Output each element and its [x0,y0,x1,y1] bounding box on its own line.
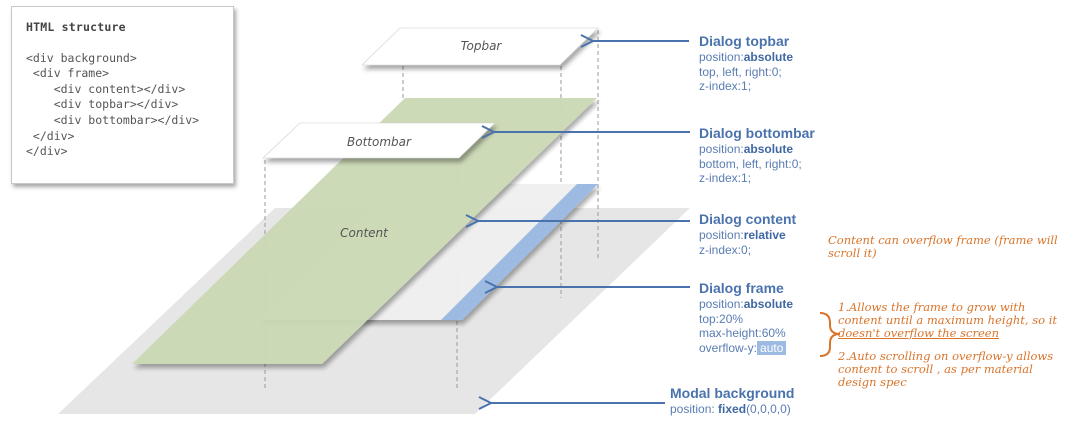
frame-annotation-title: Dialog frame [699,280,784,296]
prop-value: absolute [743,142,794,156]
prop-key: top, left, right: [699,64,772,79]
prop-row: position: fixed(0,0,0,0) [670,402,794,417]
topbar-layer-label: Topbar [461,39,503,53]
code-box-title: HTML structure [26,20,126,34]
dialog-bottombar-layer [262,122,496,159]
prop-value: 20% [719,311,744,326]
code-line: <div topbar></div> [26,97,179,112]
topbar-annotation-title: Dialog topbar [699,33,790,49]
bottombar-layer-label: Bottombar [347,135,412,149]
dialog-content-layer [132,98,597,364]
frame-note-1-underlined: doesn't overflow the screen [838,326,999,340]
prop-value: absolute [743,50,794,64]
prop-value: 0; [741,242,752,257]
prop-key: z-index: [699,79,742,93]
prop-value: fixed [718,402,747,416]
prop-row: position:absolute [699,297,793,312]
code-line: <div frame> [26,66,110,81]
code-line: <div content></div> [26,81,186,96]
background-annotation-title: Modal background [670,385,795,401]
content-note: Content can overflow frame (frame will s… [828,233,1058,260]
content-layer-label: Content [340,226,389,240]
prop-suffix: (0,0,0,0) [746,402,791,416]
prop-key: overflow-y: [699,340,758,355]
prop-row: z-index:1; [699,79,793,94]
prop-value: absolute [743,297,794,311]
prop-key: position: [699,297,744,311]
code-line: <div bottombar></div> [26,112,200,127]
frame-note-2: 2.Auto scrolling on overflow-y allows co… [838,349,1054,389]
prop-row: position:relative [699,228,796,243]
brace-icon [819,312,841,357]
prop-value: 0; [791,156,802,171]
prop-row: position:absolute [699,142,815,157]
dialog-topbar-layer [361,27,599,66]
prop-row: max-height:60% [699,326,793,341]
overflow-badge: auto [757,340,787,355]
prop-key: position: [670,402,715,416]
frame-scrollbar [441,184,598,320]
prop-row: top:20% [699,312,793,327]
html-structure-box: HTML structure <div background> <div fra… [11,6,234,184]
prop-value: 60% [761,326,786,340]
prop-key: position: [699,142,744,156]
prop-key: z-index: [699,171,742,185]
prop-key: top: [699,311,720,326]
bottombar-annotation: Dialog bottombar position:absolute botto… [699,125,815,186]
prop-row: z-index:0; [699,243,796,258]
background-annotation: Modal background position: fixed(0,0,0,0… [670,385,794,417]
code-line: <div background> [26,50,137,65]
content-annotation-title: Dialog content [699,211,797,227]
prop-key: position: [699,50,744,64]
topbar-annotation: Dialog topbar position:absolute top, lef… [699,33,793,94]
prop-value: relative [743,228,786,242]
prop-row: top, left, right:0; [699,65,793,80]
code-line: </div> [26,128,75,143]
prop-row: bottom, left, right:0; [699,157,815,172]
bottombar-annotation-title: Dialog bottombar [699,125,815,141]
frame-note-1: 1.Allows the frame to grow with content … [838,301,1068,340]
frame-note-1-text: 1.Allows the frame to grow with content … [838,300,1058,327]
prop-value: 1; [741,171,752,185]
prop-key: z-index: [699,242,742,257]
frame-annotation: Dialog frame position:absolute top:20% m… [699,280,793,355]
prop-row: position:absolute [699,50,793,65]
content-annotation: Dialog content position:relative z-index… [699,211,796,257]
prop-row: z-index:1; [699,171,815,186]
prop-key: position: [699,228,744,242]
prop-key: max-height: [699,326,762,340]
prop-value: 0; [771,64,782,79]
code-line: </div> [26,144,68,159]
prop-row: overflow-y:auto [699,340,793,356]
prop-value: 1; [741,79,752,93]
prop-key: bottom, left, right: [699,156,792,171]
